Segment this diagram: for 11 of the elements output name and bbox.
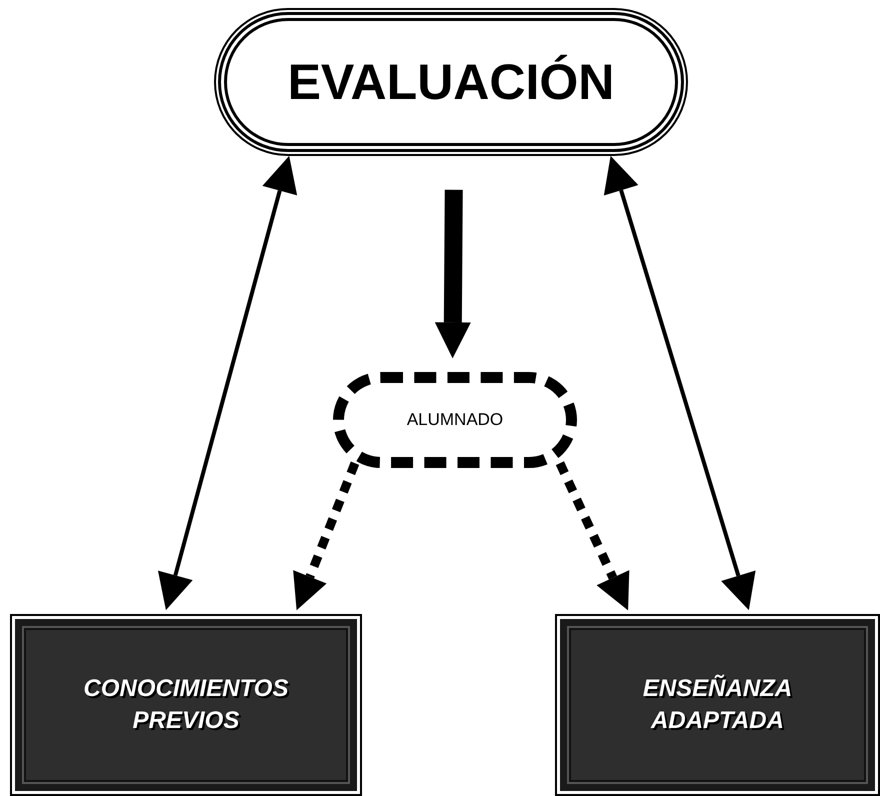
node-label: ENSEÑANZA ADAPTADA [642, 674, 794, 736]
dashed-arrow [556, 461, 630, 610]
dashed-arrow [293, 462, 360, 610]
arrow [158, 156, 298, 610]
arrow [434, 190, 471, 358]
node-label: CONOCIMIENTOS PREVIOS [82, 674, 290, 736]
node-label: EVALUACIÓN [288, 53, 614, 111]
process-box [10, 614, 362, 796]
arrow [604, 156, 756, 610]
node-label: ALUMNADO [406, 410, 504, 430]
process-box [555, 614, 880, 796]
